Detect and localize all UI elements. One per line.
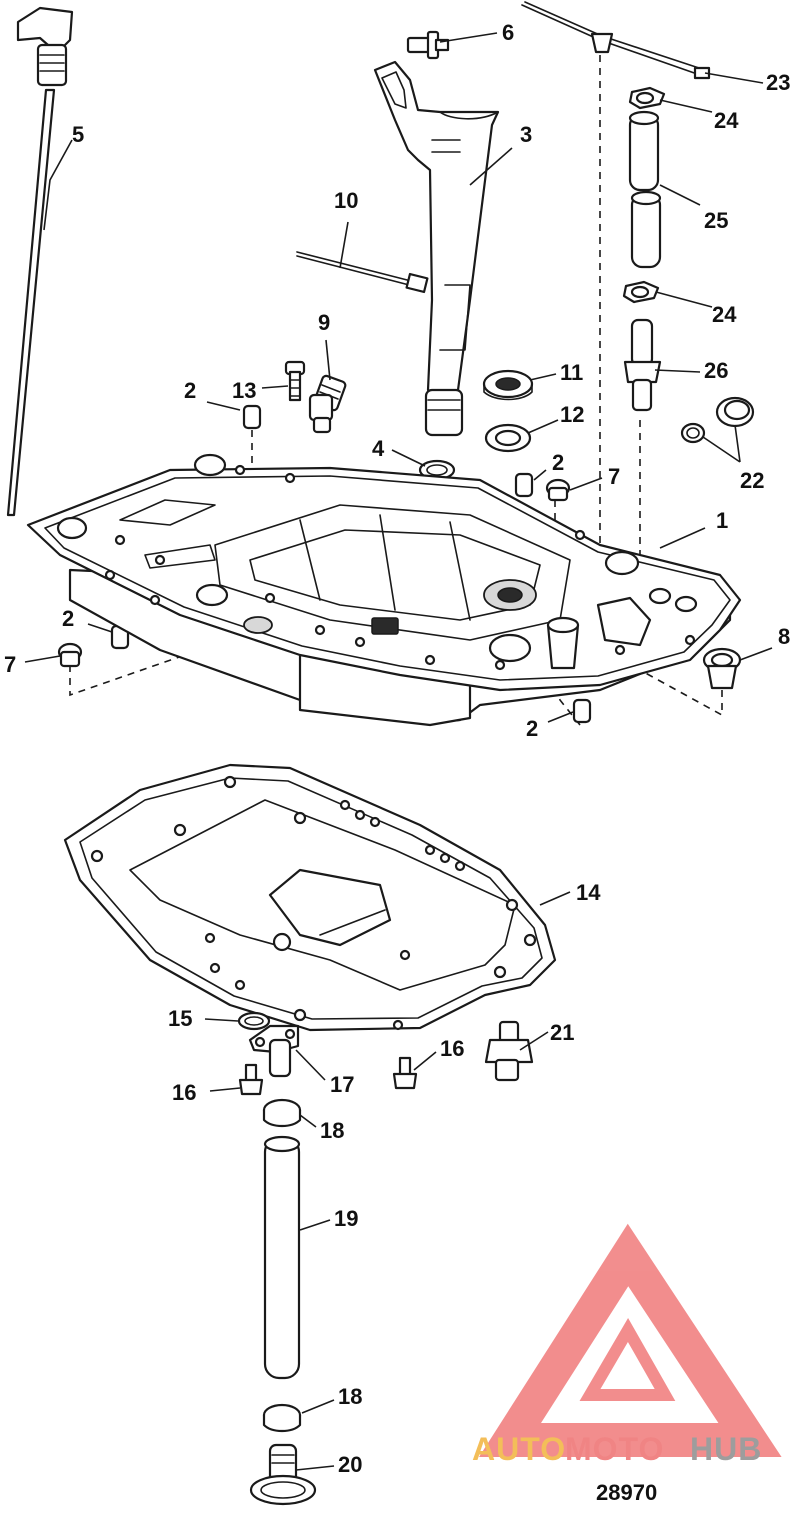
callout-5: 5 (72, 122, 84, 147)
dowel-pin-2-a (242, 404, 262, 430)
elbow-9 (308, 374, 347, 434)
flange-fitting-17 (248, 1024, 300, 1078)
callout-19: 19 (334, 1206, 358, 1231)
callout-4: 4 (372, 436, 385, 461)
callout-12: 12 (560, 402, 584, 427)
callout-18a: 18 (320, 1118, 344, 1143)
callout-2a: 2 (184, 378, 196, 403)
water-tube-19 (263, 1135, 301, 1380)
figure-number: 28970 (596, 1480, 657, 1505)
dowel-pin-2-b (514, 472, 534, 498)
screw-16-right (392, 1056, 418, 1090)
plug-8 (702, 647, 742, 690)
callout-17: 17 (330, 1072, 354, 1097)
dipstick (6, 6, 74, 517)
callout-10: 10 (334, 188, 358, 213)
dipstick-tube (373, 60, 500, 437)
callout-24a: 24 (714, 108, 739, 133)
callout-13: 13 (232, 378, 256, 403)
callout-21: 21 (550, 1020, 574, 1045)
clamp-18-lower (262, 1403, 302, 1433)
callout-3: 3 (520, 122, 532, 147)
grommet-12 (484, 423, 532, 453)
callout-7a: 7 (608, 464, 620, 489)
callout-2d: 2 (526, 716, 538, 741)
clamp-24-bottom (622, 280, 660, 304)
fitting-26 (623, 318, 662, 412)
watermark-auto: AUTO (472, 1431, 566, 1467)
clamp-24-top (628, 86, 666, 110)
gasket-14 (63, 763, 557, 1032)
callout-14: 14 (576, 880, 601, 905)
leader-lines (24, 32, 773, 1471)
callout-15: 15 (168, 1006, 192, 1031)
bolt-6 (406, 30, 450, 60)
hose-25 (628, 110, 662, 269)
fitting-21 (484, 1020, 534, 1082)
watermark-triangle-outer (478, 1223, 782, 1457)
callout-1: 1 (716, 508, 728, 533)
dowel-pin-2-d (572, 698, 592, 724)
callout-7b: 7 (4, 652, 16, 677)
screw-13 (284, 360, 306, 402)
callout-2b: 2 (552, 450, 564, 475)
cap-7-left (57, 642, 83, 668)
callout-26: 26 (704, 358, 728, 383)
seal-11 (482, 369, 534, 401)
o-ring-15 (237, 1011, 271, 1031)
callout-labels: 1 2 2 2 2 3 4 5 6 7 7 8 9 10 11 12 13 14… (4, 20, 790, 1477)
callout-18b: 18 (338, 1384, 362, 1409)
callout-6: 6 (502, 20, 514, 45)
callout-20: 20 (338, 1452, 362, 1477)
callout-25: 25 (704, 208, 728, 233)
clamp-18-upper (262, 1098, 302, 1128)
screw-16-left (238, 1063, 264, 1096)
cable-tie-10 (296, 251, 429, 294)
callout-8: 8 (778, 624, 790, 649)
adapter-plate-1 (26, 453, 742, 727)
callout-22: 22 (740, 468, 764, 493)
callout-23: 23 (766, 70, 790, 95)
grommet-20 (249, 1443, 317, 1506)
callout-24b: 24 (712, 302, 737, 327)
callout-16a: 16 (172, 1080, 196, 1105)
callout-11: 11 (560, 360, 583, 385)
callout-2c: 2 (62, 606, 74, 631)
callout-9: 9 (318, 310, 330, 335)
watermark-hub: HUB (690, 1431, 762, 1467)
strap-23 (521, 1, 711, 80)
cap-7-right (545, 478, 571, 502)
watermark-triangle-inner (579, 1317, 676, 1401)
plug-22 (680, 396, 755, 444)
o-ring-4 (418, 459, 456, 481)
watermark-logo: AUTO MOTO HUB (472, 1223, 782, 1467)
callout-16b: 16 (440, 1036, 464, 1061)
watermark-moto: MOTO (565, 1431, 664, 1467)
